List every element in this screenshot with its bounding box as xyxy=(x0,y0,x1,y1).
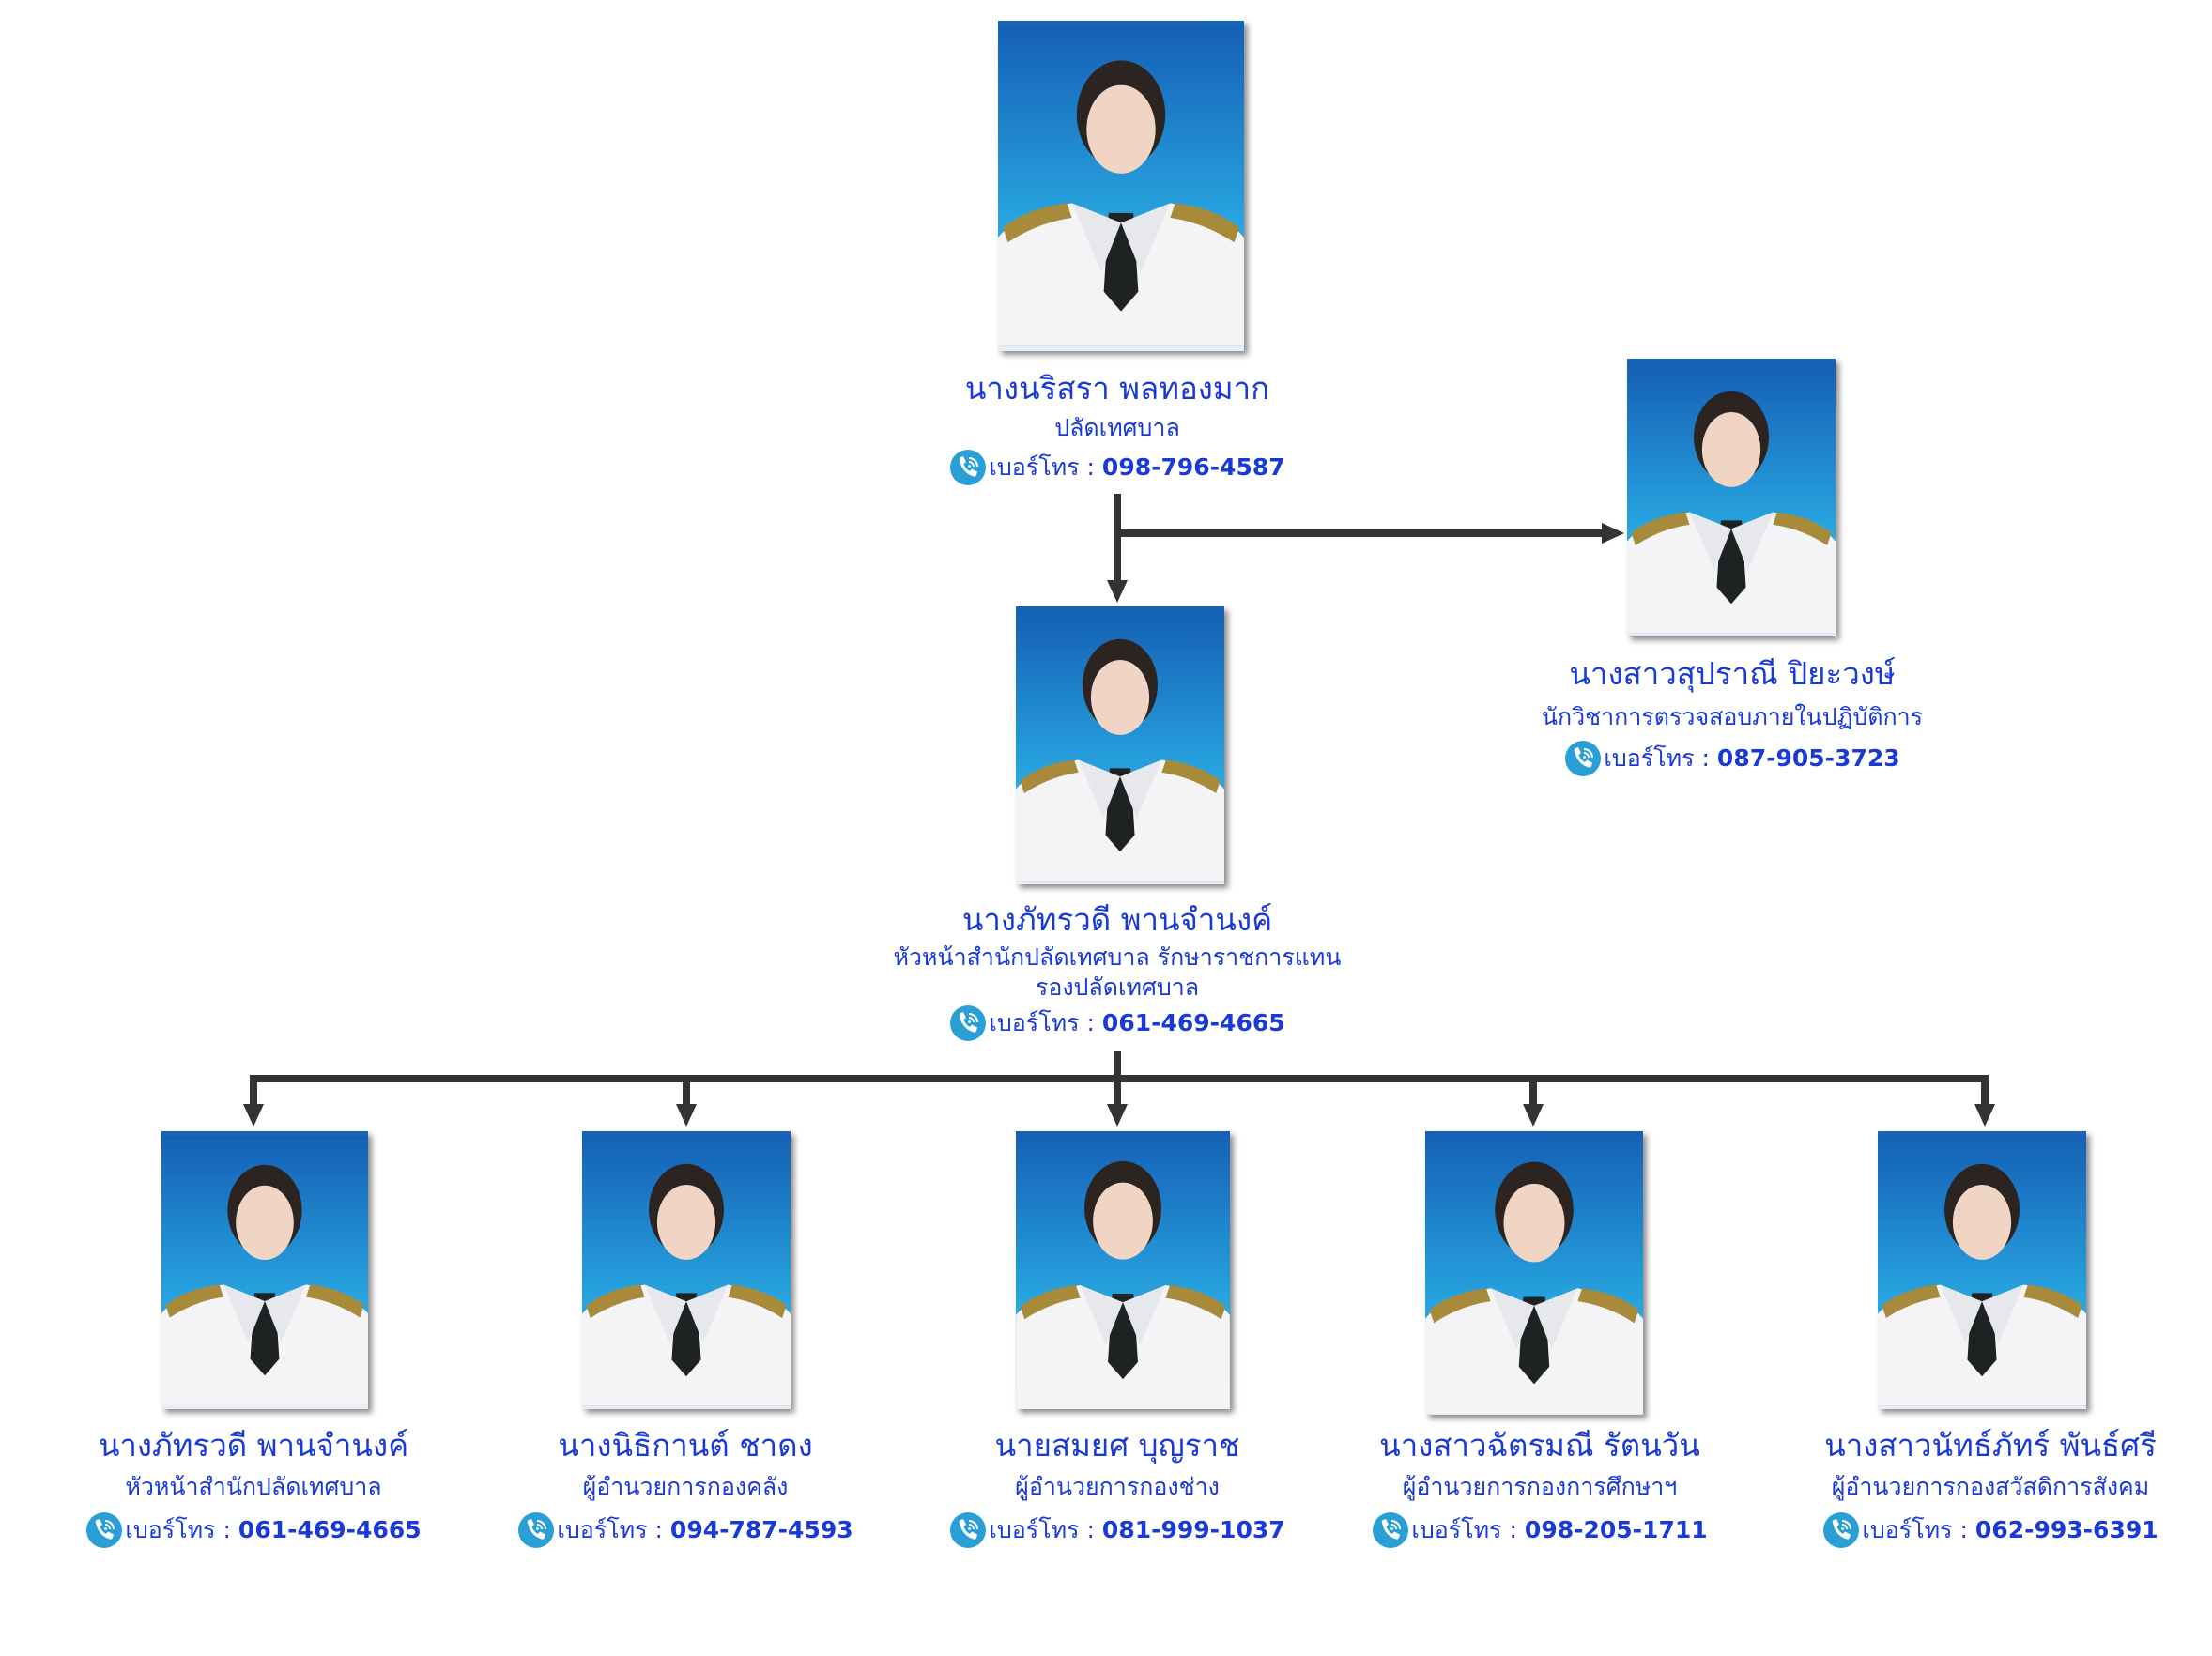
photo-internal-auditor xyxy=(1627,359,1836,636)
person-photo-icon xyxy=(998,21,1244,351)
phone-icon xyxy=(949,1004,987,1042)
arrow-to-dept-5 xyxy=(1974,1104,1995,1127)
person-title: ผู้อำนวยการกองการศึกษาฯ xyxy=(1402,1473,1678,1500)
phone-row: เบอร์โทร : 081-999-1037 xyxy=(949,1511,1285,1549)
phone-icon xyxy=(1372,1511,1409,1549)
person-name: นายสมยศ บุญราช xyxy=(994,1427,1240,1464)
photo-deputy xyxy=(1016,606,1224,884)
phone-number[interactable]: 062-993-6391 xyxy=(1974,1516,2158,1543)
person-name: นางนิธิกานต์ ชาดง xyxy=(558,1427,813,1464)
phone-icon xyxy=(1564,740,1602,777)
person-title: ผู้อำนวยการกองช่าง xyxy=(1015,1473,1220,1500)
card-dept-4: นางสาวฉัตรมณี รัตนวัน ผู้อำนวยการกองการศ… xyxy=(1343,1425,1737,1553)
person-name: นางภัทรวดี พานจำนงค์ xyxy=(98,1427,409,1464)
person-title: ปลัดเทศบาล xyxy=(1054,414,1180,441)
photo-municipal-clerk xyxy=(998,21,1244,351)
phone-label: เบอร์โทร : xyxy=(557,1516,663,1543)
connector-top-vertical xyxy=(1114,494,1121,588)
phone-label: เบอร์โทร : xyxy=(989,1009,1095,1036)
card-dept-3: นายสมยศ บุญราช ผู้อำนวยการกองช่าง เบอร์โ… xyxy=(929,1425,1305,1553)
arrow-to-dept-4 xyxy=(1523,1104,1544,1127)
photo-dept-1 xyxy=(161,1131,368,1409)
phone-row: เบอร์โทร : 061-469-4665 xyxy=(85,1511,422,1549)
phone-number[interactable]: 094-787-4593 xyxy=(669,1516,853,1543)
person-title: ผู้อำนวยการกองคลัง xyxy=(582,1473,789,1500)
person-title: หัวหน้าสำนักปลัดเทศบาล xyxy=(125,1473,382,1500)
phone-label: เบอร์โทร : xyxy=(1862,1516,1968,1543)
phone-number[interactable]: 098-205-1711 xyxy=(1524,1516,1708,1543)
arrow-to-dept-3 xyxy=(1107,1104,1128,1127)
card-deputy: นางภัทรวดี พานจำนงค์ หัวหน้าสำนักปลัดเทศ… xyxy=(836,899,1399,1046)
person-title: ผู้อำนวยการกองสวัสดิการสังคม xyxy=(1831,1473,2150,1500)
person-name: นางภัทรวดี พานจำนงค์ xyxy=(961,901,1273,938)
phone-number[interactable]: 081-999-1037 xyxy=(1101,1516,1285,1543)
card-dept-2: นางนิธิกานต์ ชาดง ผู้อำนวยการกองคลัง เบอ… xyxy=(488,1425,883,1553)
person-title: นักวิชาการตรวจสอบภายในปฏิบัติการ xyxy=(1541,703,1924,730)
phone-label: เบอร์โทร : xyxy=(1604,744,1710,772)
person-photo-icon xyxy=(1627,359,1836,636)
card-dept-1: นางภัทรวดี พานจำนงค์ หัวหน้าสำนักปลัดเทศ… xyxy=(38,1425,469,1553)
connector-dept-5 xyxy=(1981,1075,1989,1116)
phone-number[interactable]: 061-469-4665 xyxy=(1101,1009,1285,1036)
arrow-to-auditor xyxy=(1602,523,1624,544)
phone-icon xyxy=(949,449,987,486)
phone-icon xyxy=(85,1511,123,1549)
person-name: นางสาวนัทธ์ภัทร์ พันธ์ศรี xyxy=(1824,1427,2157,1464)
phone-number[interactable]: 098-796-4587 xyxy=(1101,453,1285,481)
person-photo-icon xyxy=(1425,1131,1643,1415)
person-name: นางสาวฉัตรมณี รัตนวัน xyxy=(1379,1427,1700,1464)
person-name: นางสาวสุปราณี ปิยะวงษ์ xyxy=(1569,655,1896,692)
connector-dept-1 xyxy=(250,1075,257,1116)
phone-number[interactable]: 061-469-4665 xyxy=(238,1516,422,1543)
phone-label: เบอร์โทร : xyxy=(989,1516,1095,1543)
phone-label: เบอร์โทร : xyxy=(1411,1516,1517,1543)
phone-row: เบอร์โทร : 098-205-1711 xyxy=(1372,1511,1708,1549)
phone-row: เบอร์โทร : 094-787-4593 xyxy=(517,1511,853,1549)
connector-dept-4 xyxy=(1529,1075,1537,1116)
person-name: นางนริสรา พลทองมาก xyxy=(964,370,1270,406)
person-photo-icon xyxy=(1016,606,1224,884)
photo-dept-4 xyxy=(1425,1131,1643,1415)
phone-icon xyxy=(1822,1511,1860,1549)
phone-icon xyxy=(949,1511,987,1549)
photo-dept-5 xyxy=(1878,1131,2086,1409)
arrow-to-dept-1 xyxy=(243,1104,264,1127)
photo-dept-2 xyxy=(582,1131,791,1409)
connector-to-auditor xyxy=(1114,529,1605,537)
connector-deputy-vertical xyxy=(1114,1051,1121,1115)
phone-row: เบอร์โทร : 098-796-4587 xyxy=(949,449,1285,486)
phone-row: เบอร์โทร : 061-469-4665 xyxy=(949,1004,1285,1042)
card-internal-auditor: นางสาวสุปราณี ปิยะวงษ์ นักวิชาการตรวจสอบ… xyxy=(1502,653,1962,781)
person-photo-icon xyxy=(161,1131,368,1409)
card-dept-5: นางสาวนัทธ์ภัทร์ พันธ์ศรี ผู้อำนวยการกอง… xyxy=(1784,1425,2197,1553)
person-photo-icon xyxy=(1878,1131,2086,1409)
phone-label: เบอร์โทร : xyxy=(989,453,1095,481)
person-title-line1: หัวหน้าสำนักปลัดเทศบาล รักษาราชการแทน xyxy=(893,943,1342,971)
phone-icon xyxy=(517,1511,555,1549)
arrow-to-deputy xyxy=(1107,580,1128,603)
person-title-line2: รองปลัดเทศบาล xyxy=(1035,974,1200,1001)
phone-row: เบอร์โทร : 087-905-3723 xyxy=(1564,740,1900,777)
connector-dept-2 xyxy=(683,1075,690,1116)
photo-dept-3 xyxy=(1016,1131,1230,1409)
phone-number[interactable]: 087-905-3723 xyxy=(1716,744,1900,772)
phone-label: เบอร์โทร : xyxy=(125,1516,231,1543)
person-photo-icon xyxy=(1016,1131,1230,1409)
card-municipal-clerk: นางนริสรา พลทองมาก ปลัดเทศบาล เบอร์โทร :… xyxy=(883,368,1352,490)
phone-row: เบอร์โทร : 062-993-6391 xyxy=(1822,1511,2158,1549)
arrow-to-dept-2 xyxy=(676,1104,697,1127)
person-photo-icon xyxy=(582,1131,791,1409)
connector-departments-horizontal xyxy=(250,1075,1989,1082)
